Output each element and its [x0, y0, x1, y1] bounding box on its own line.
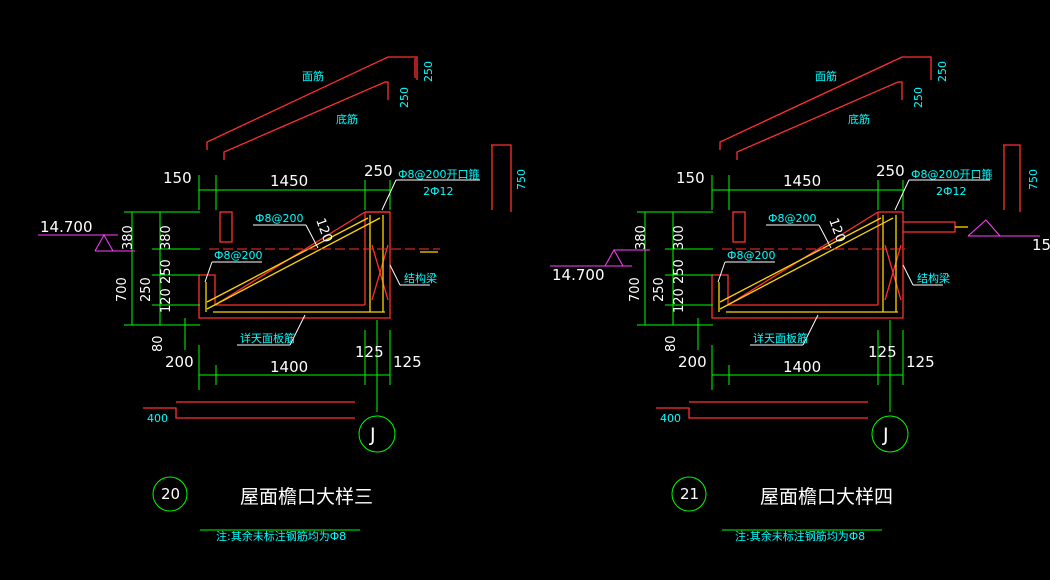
dim-b1400: 1400 — [783, 358, 821, 376]
dim-250: 250 — [876, 162, 905, 180]
parapet-right — [1003, 144, 1021, 212]
structure-beam-label: 结构梁 — [404, 271, 437, 285]
axis-bubble — [871, 415, 909, 453]
top-bar-label: 面筋 — [302, 69, 324, 83]
dim-v250b: 250 — [652, 277, 667, 302]
dim-v700: 700 — [628, 277, 643, 302]
dim-250-top: 250 — [936, 61, 949, 82]
roof-slab-lines — [719, 56, 932, 160]
detail-note: 注:其余未标注钢筋均为Ф8 — [735, 529, 865, 543]
top-bar-label: 面筋 — [815, 69, 837, 83]
rebar-left-label: Ф8@200 — [214, 249, 262, 262]
dim-b400: 400 — [660, 412, 681, 425]
roof-slab-lines — [206, 56, 418, 160]
dim-b1400: 1400 — [270, 358, 308, 376]
dim-v380b: 300 — [672, 225, 687, 250]
dim-b200: 200 — [165, 353, 194, 371]
dim-120: 120 — [825, 216, 848, 244]
axis-label: J — [369, 424, 376, 446]
rebar-top-label: Ф8@200开口箍 — [398, 167, 479, 181]
detail-title: 屋面檐口大样四 — [760, 486, 893, 508]
dim-v250: 250 — [672, 259, 687, 284]
dim-150: 150 — [163, 169, 192, 187]
dim-v80: 80 — [151, 335, 166, 352]
bottom-bar-label: 底筋 — [336, 112, 358, 126]
dim-v250b: 250 — [139, 277, 154, 302]
bottom-dims — [711, 320, 904, 412]
dim-b125b: 125 — [906, 353, 935, 371]
slab-rebar-label: 详天面板筋 — [240, 331, 295, 345]
vertical-dims — [124, 211, 200, 350]
bottom-dims — [198, 320, 391, 412]
detail-title: 屋面檐口大样三 — [240, 486, 373, 508]
dim-1450: 1450 — [270, 172, 308, 190]
dim-250-mid: 250 — [398, 87, 411, 108]
dim-v120: 120 — [672, 288, 687, 313]
vertical-dims — [637, 211, 713, 350]
rebar-lines — [205, 215, 385, 313]
dim-b400: 400 — [147, 412, 168, 425]
rebar-top2-label: 2Ф12 — [936, 185, 966, 198]
detail-note: 注:其余未标注钢筋均为Ф8 — [216, 529, 346, 543]
rebar-left-label: Ф8@200 — [727, 249, 775, 262]
axis-label: J — [882, 424, 889, 446]
detail-4: 面筋 底筋 250 250 750 — [550, 56, 1050, 543]
elevation-marker-right — [955, 219, 1040, 237]
structure-beam-label: 结构梁 — [917, 271, 950, 285]
elevation-right: 15 — [1032, 236, 1050, 254]
dim-1450: 1450 — [783, 172, 821, 190]
dim-v380a: 380 — [634, 225, 649, 250]
step-400 — [656, 407, 868, 419]
detail-number-bubble — [671, 476, 707, 512]
dim-b125a: 125 — [868, 343, 897, 361]
dim-v120: 120 — [159, 288, 174, 313]
bottom-bar-label: 底筋 — [848, 112, 870, 126]
dim-b200: 200 — [678, 353, 707, 371]
elevation-left: 14.700 — [552, 266, 605, 284]
rebar-top2-label: 2Ф12 — [423, 185, 453, 198]
dim-750: 750 — [515, 169, 528, 190]
dim-250-top: 250 — [422, 61, 435, 82]
dim-250: 250 — [364, 162, 393, 180]
elevation-marker-left — [38, 233, 135, 252]
step-400 — [143, 407, 355, 419]
dim-b125b: 125 — [393, 353, 422, 371]
elevation-left: 14.700 — [40, 218, 93, 236]
rebar-top-label: Ф8@200开口箍 — [911, 167, 992, 181]
dim-750: 750 — [1027, 169, 1040, 190]
detail-3: 面筋 底筋 250 250 750 — [38, 56, 528, 543]
axis-bubble — [358, 415, 396, 453]
rebar-diag-label: Ф8@200 — [255, 212, 303, 225]
dim-v700: 700 — [115, 277, 130, 302]
slab-rebar-label: 详天面板筋 — [753, 331, 808, 345]
dim-v80: 80 — [664, 335, 679, 352]
dim-v380a: 380 — [121, 225, 136, 250]
dim-150: 150 — [676, 169, 705, 187]
dim-b125a: 125 — [355, 343, 384, 361]
dim-120: 120 — [312, 216, 335, 244]
detail-number-bubble — [152, 476, 188, 512]
rebar-diag-label: Ф8@200 — [768, 212, 816, 225]
dim-250-mid: 250 — [912, 87, 925, 108]
dim-v250: 250 — [159, 259, 174, 284]
top-dims — [198, 175, 391, 210]
detail-number: 20 — [161, 485, 180, 503]
detail-number: 21 — [680, 485, 699, 503]
rebar-lines — [718, 215, 898, 313]
elevation-marker-left — [550, 248, 650, 267]
top-dims — [711, 175, 904, 210]
parapet-right — [491, 144, 512, 212]
gutter-section — [198, 211, 391, 319]
dim-v380b: 380 — [159, 225, 174, 250]
